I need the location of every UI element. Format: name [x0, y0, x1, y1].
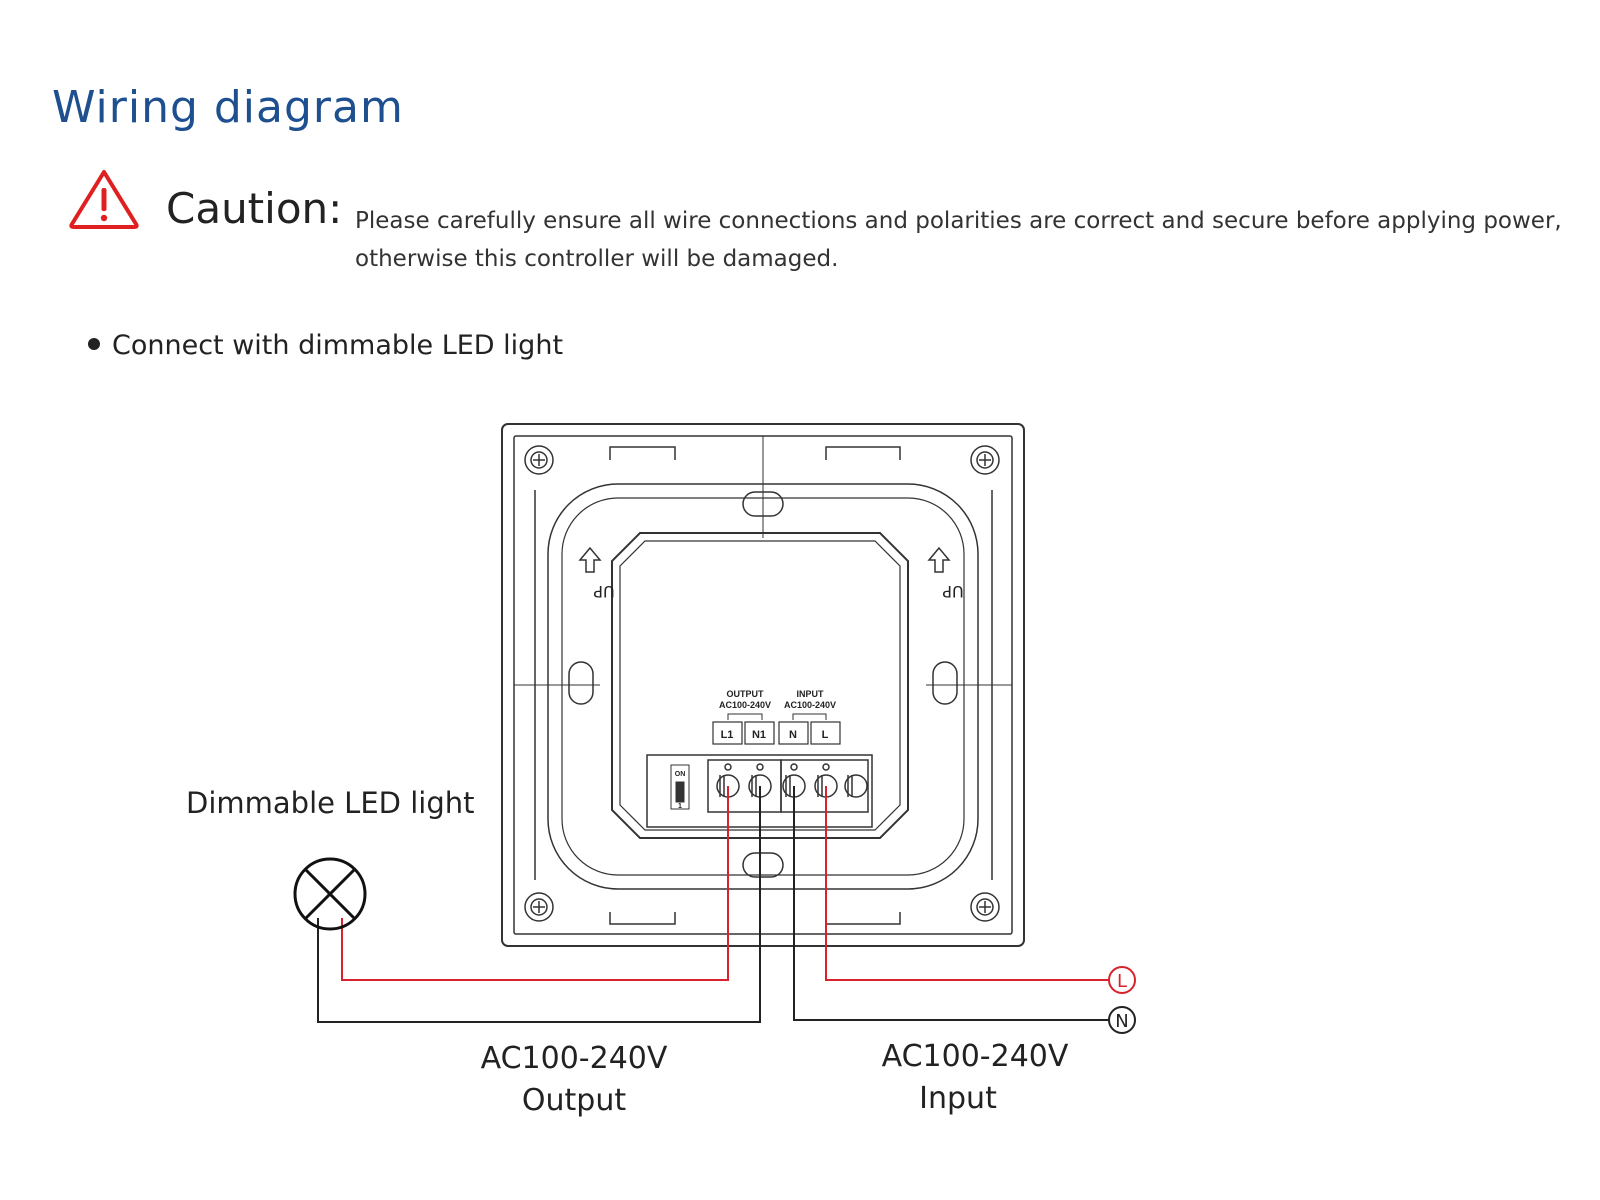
- screw-icon: [524, 892, 554, 922]
- caution-text-line-1: Please carefully ensure all wire connect…: [355, 208, 1562, 234]
- device-outer-frame: [501, 423, 1025, 947]
- terminal-label-l1: L1: [721, 729, 734, 741]
- input-group-voltage: AC100-240V: [784, 700, 836, 710]
- top-slot: [742, 491, 784, 517]
- right-slot: [932, 661, 958, 705]
- neutral-wire-input: [793, 786, 1109, 1021]
- up-label-left: UP: [593, 582, 615, 601]
- section-heading: Connect with dimmable LED light: [88, 330, 563, 361]
- caution-text-line-2: otherwise this controller will be damage…: [355, 246, 839, 272]
- bullet-icon: [88, 337, 100, 350]
- terminal-label-l: L: [822, 729, 829, 741]
- live-terminal-label: L: [1117, 971, 1127, 992]
- dip-on-label: ON: [675, 771, 686, 778]
- lamp-label: Dimmable LED light: [186, 786, 475, 820]
- up-arrow-icon: [927, 546, 951, 573]
- output-group-title: OUTPUT: [727, 689, 765, 699]
- mounting-plate: [547, 483, 979, 890]
- up-label-right: UP: [942, 582, 964, 601]
- backbox: [611, 532, 909, 839]
- screw-icon: [524, 445, 554, 475]
- caution-label: Caution:: [166, 184, 343, 233]
- dip-switch: [670, 764, 690, 810]
- page-title: Wiring diagram: [52, 82, 404, 133]
- bottom-slot: [742, 852, 784, 878]
- neutral-wire-output: [317, 786, 761, 1023]
- warning-triangle-icon: [69, 170, 139, 229]
- terminal-screw-extra: [844, 774, 868, 798]
- live-terminal-icon: [1108, 966, 1136, 994]
- live-wire-output: [341, 786, 729, 981]
- input-label: Input: [919, 1081, 997, 1116]
- screw-icon: [970, 892, 1000, 922]
- terminal-label-n: N: [789, 729, 797, 741]
- lamp-icon: [293, 857, 367, 931]
- section-heading-text: Connect with dimmable LED light: [112, 330, 564, 361]
- dip-number-label: 1: [678, 803, 682, 810]
- live-wire-input: [825, 786, 1109, 981]
- device-panel: [501, 423, 1025, 947]
- up-arrow-icon: [578, 546, 602, 573]
- input-group-title: INPUT: [797, 689, 825, 699]
- screw-icon: [970, 445, 1000, 475]
- terminal-label-n1: N1: [752, 729, 766, 741]
- input-voltage-label: AC100-240V: [882, 1039, 1069, 1074]
- output-label: Output: [522, 1083, 626, 1118]
- output-voltage-label: AC100-240V: [481, 1041, 668, 1076]
- neutral-terminal-icon: [1108, 1006, 1136, 1034]
- neutral-terminal-label: N: [1115, 1011, 1128, 1032]
- left-slot: [568, 661, 594, 705]
- output-group-voltage: AC100-240V: [719, 700, 771, 710]
